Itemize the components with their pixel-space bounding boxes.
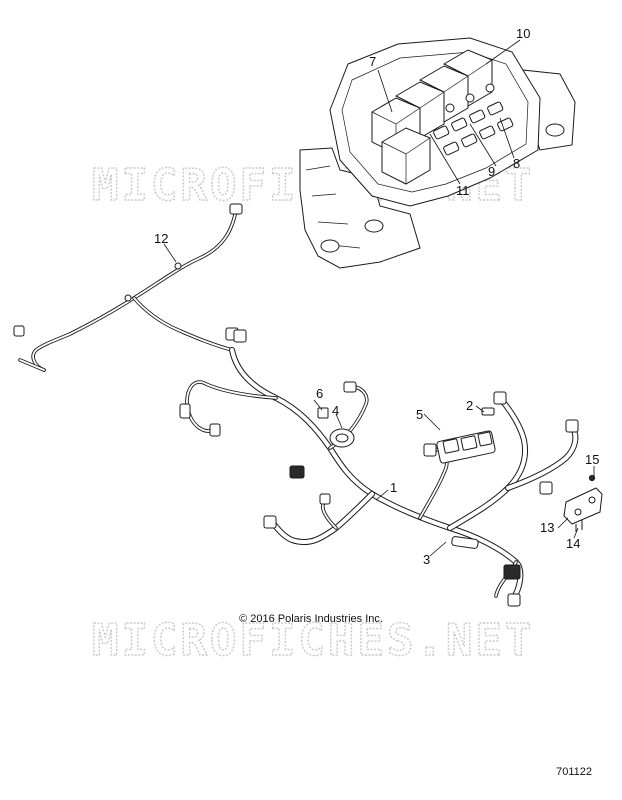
fuse-2	[481, 407, 495, 416]
connector	[507, 593, 521, 607]
nut-15	[588, 474, 596, 482]
connector	[423, 443, 437, 457]
grommet-4	[329, 428, 355, 448]
connector	[179, 403, 191, 419]
connector	[289, 465, 305, 479]
bracket-13	[563, 487, 603, 525]
figure-number: 701122	[556, 766, 592, 778]
fuse-box-bracket	[299, 147, 421, 269]
connector	[233, 329, 247, 343]
fuse-holder-5	[436, 430, 496, 464]
callout-9: 9	[488, 164, 495, 179]
leader-lines	[163, 39, 595, 557]
callout-12: 12	[154, 231, 168, 246]
copyright-notice: © 2016 Polaris Industries Inc.	[239, 613, 383, 625]
watermark-bottom: MICROFICHES.NET	[92, 615, 534, 666]
connector	[539, 481, 553, 495]
callout-14: 14	[566, 536, 580, 551]
clip-6	[317, 407, 329, 419]
connector	[209, 423, 221, 437]
callout-8: 8	[513, 156, 520, 171]
fuse-row	[433, 83, 514, 156]
connector	[343, 381, 357, 393]
sleeve-3	[451, 536, 479, 549]
connector	[263, 515, 277, 529]
callout-4: 4	[332, 403, 339, 418]
harness-12	[13, 203, 243, 372]
screw-14	[575, 520, 583, 532]
connector	[229, 203, 243, 215]
fuse-box-assembly	[299, 37, 576, 269]
callout-2: 2	[466, 398, 473, 413]
connector	[319, 493, 331, 505]
callout-5: 5	[416, 407, 423, 422]
callout-7: 7	[369, 54, 376, 69]
callout-11: 11	[456, 183, 470, 198]
callout-6: 6	[316, 386, 323, 401]
callout-3: 3	[423, 552, 430, 567]
callout-13: 13	[540, 520, 554, 535]
connector	[13, 325, 25, 337]
relay-row	[371, 49, 493, 185]
callout-15: 15	[585, 452, 599, 467]
main-harness-1	[179, 329, 579, 607]
connector	[565, 419, 579, 433]
connector	[503, 564, 521, 580]
callout-1: 1	[390, 480, 397, 495]
callout-10: 10	[516, 26, 530, 41]
connector	[493, 391, 507, 405]
